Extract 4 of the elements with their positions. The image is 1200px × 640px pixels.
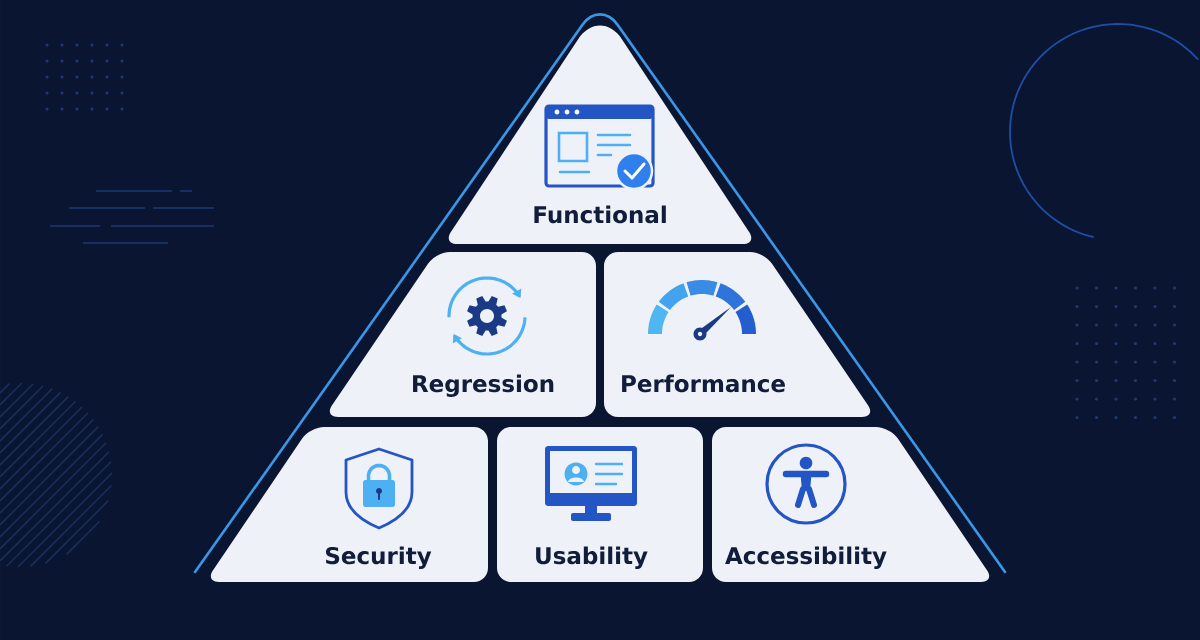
pyramid-block: Regression <box>329 252 596 417</box>
pyramid-block: Accessibility <box>712 427 990 582</box>
pyramid-block: Performance <box>604 252 871 417</box>
pyramid-block: Security <box>210 427 488 582</box>
